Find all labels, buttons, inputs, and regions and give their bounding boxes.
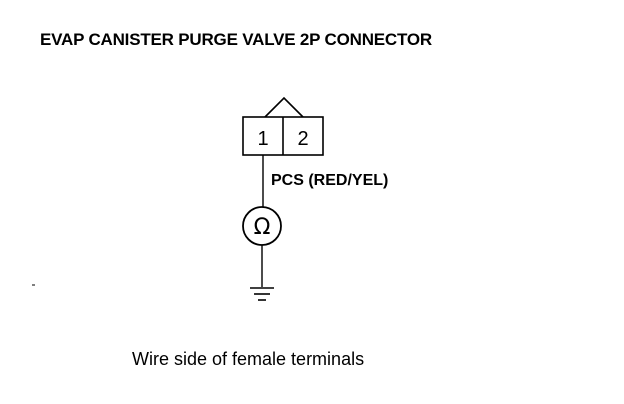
wire-label: PCS (RED/YEL) (271, 172, 389, 189)
diagram-title: EVAP CANISTER PURGE VALVE 2P CONNECTOR (40, 30, 432, 49)
diagram-caption: Wire side of female terminals (132, 349, 365, 369)
ground-icon (250, 287, 274, 301)
pin-2-label: 2 (297, 128, 308, 150)
ohm-symbol: Ω (254, 215, 271, 240)
pin-1-label: 1 (257, 128, 268, 150)
ohmmeter-icon: Ω (242, 206, 282, 246)
connector-lock-tab (264, 96, 304, 118)
